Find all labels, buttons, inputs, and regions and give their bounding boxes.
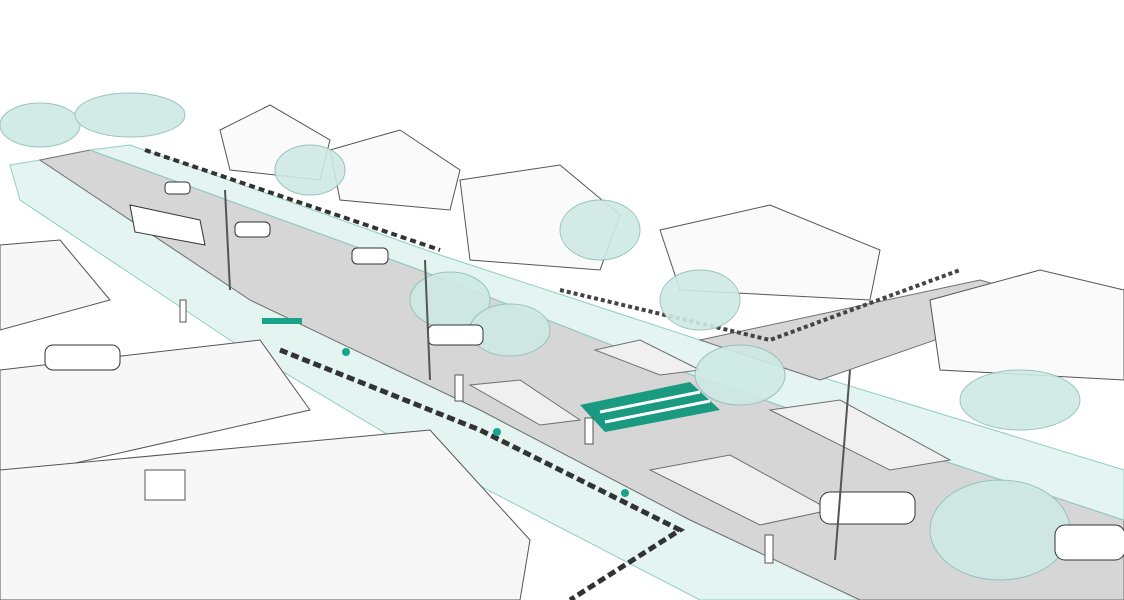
trees bbox=[0, 92, 1081, 581]
fence bbox=[559, 268, 961, 343]
tree-icon bbox=[559, 199, 641, 261]
house-roof bbox=[0, 239, 111, 331]
tree-icon bbox=[0, 102, 81, 148]
car-icon bbox=[164, 181, 191, 195]
car-icon bbox=[44, 344, 121, 371]
tree-icon bbox=[694, 344, 786, 406]
car-icon bbox=[819, 491, 916, 525]
crossing-stripes bbox=[599, 390, 711, 424]
car-icon bbox=[234, 221, 271, 238]
back-fence bbox=[144, 148, 441, 252]
bus-icon bbox=[129, 204, 206, 246]
tree-icon bbox=[959, 369, 1081, 431]
car-icon bbox=[1054, 524, 1124, 561]
tree-icon bbox=[659, 269, 741, 331]
pedestrians bbox=[179, 299, 774, 564]
house-roof bbox=[0, 339, 311, 481]
median-planter bbox=[768, 399, 952, 471]
house-icon bbox=[329, 129, 461, 211]
chimney bbox=[144, 469, 186, 501]
car-icon bbox=[351, 247, 389, 265]
median-planter bbox=[468, 379, 582, 426]
house-icon bbox=[929, 269, 1124, 381]
tree-icon bbox=[274, 144, 346, 196]
brick-fence bbox=[279, 347, 686, 600]
streetlight-icon bbox=[424, 259, 431, 381]
streetlight-icon bbox=[224, 189, 231, 291]
pedestrian-icon bbox=[584, 417, 594, 445]
pedestrian-icon bbox=[454, 374, 464, 402]
pedestrian-icon bbox=[179, 299, 187, 323]
car-icon bbox=[427, 324, 484, 346]
bike-lane-markings bbox=[262, 318, 629, 497]
tree-icon bbox=[74, 92, 186, 138]
tree-icon bbox=[929, 479, 1071, 581]
streetlight-icon bbox=[834, 369, 851, 561]
house-roof bbox=[0, 429, 531, 600]
pedestrian-icon bbox=[764, 534, 774, 564]
streetlights bbox=[224, 189, 851, 561]
cars bbox=[44, 181, 1124, 561]
